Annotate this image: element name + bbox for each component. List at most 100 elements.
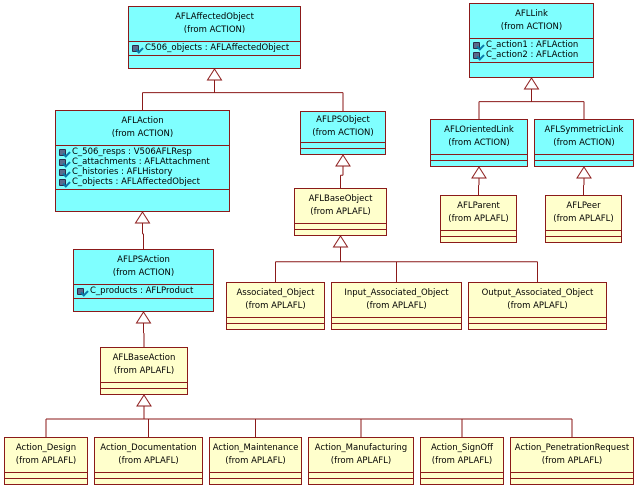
class-package: (from APLAFL) (541, 456, 603, 466)
attribute-text: C_histories : AFLHistory (72, 167, 173, 177)
protected-attribute-icon (58, 178, 71, 188)
attribute-row: C_action1 : AFLAction (472, 40, 593, 51)
attribute-compartment: C_products : AFLProduct (74, 284, 213, 298)
attribute-compartment (546, 230, 621, 236)
attribute-text: C_506_resps : V506AFLResp (72, 147, 192, 157)
generalization-arrowhead (576, 166, 592, 179)
attribute-compartment (101, 382, 187, 388)
attribute-row: C506_objects : AFLAffectedObject (131, 43, 300, 54)
class-aflaction[interactable]: AFLAction (from ACTION) C_506_resps : V50… (55, 110, 230, 212)
attribute-compartment (301, 142, 385, 148)
operation-compartment (56, 189, 229, 195)
class-name: Action_Design (15, 443, 77, 453)
class-name: AFLPSAction (117, 255, 170, 265)
protected-attribute-icon (58, 168, 71, 178)
class-output-associated-object[interactable]: Output_Associated_Object (from APLAFL) (468, 282, 607, 330)
class-action-maintenance[interactable]: Action_Maintenance(from APLAFL) (209, 437, 302, 485)
generalization-arrowhead (335, 154, 351, 167)
class-package: (from APLAFL) (553, 214, 614, 224)
attribute-compartment: C_action1 : AFLAction C_action2 : AFLAct… (470, 38, 593, 62)
attribute-text: C_objects : AFLAffectedObject (72, 177, 200, 187)
class-package: (from APLAFL) (310, 207, 371, 217)
class-name: AFLBaseAction (112, 353, 176, 363)
attribute-compartment: C_506_resps : V506AFLResp C_attachments … (56, 145, 229, 189)
operation-compartment (431, 160, 527, 166)
attribute-text: C_attachments : AFLAttachment (72, 157, 210, 167)
attribute-compartment (511, 472, 633, 478)
operation-compartment (5, 478, 87, 484)
class-name: Input_Associated_Object (344, 288, 449, 298)
class-name: Associated_Object (236, 288, 315, 298)
attribute-text: C_products : AFLProduct (90, 286, 194, 296)
class-action-penetrationrequest[interactable]: Action_PenetrationRequest (from APLAFL) (510, 437, 634, 485)
attribute-compartment (431, 154, 527, 160)
operation-compartment (546, 236, 621, 242)
class-name: AFLSymmetricLink (544, 125, 624, 135)
class-action-design[interactable]: Action_Design(from APLAFL) (4, 437, 88, 485)
attribute-compartment (210, 472, 301, 478)
protected-attribute-icon (58, 158, 71, 168)
attribute-compartment (295, 223, 386, 229)
class-package: (from APLAFL) (118, 456, 179, 466)
class-afllink[interactable]: AFLLink(from ACTION) C_action1 : AFLActi… (469, 3, 594, 78)
class-package: (from ACTION) (448, 138, 510, 148)
operation-compartment (441, 236, 516, 242)
class-package: (from ACTION) (500, 22, 563, 32)
class-name: AFLPeer (566, 201, 601, 211)
class-package: (from APLAFL) (507, 301, 568, 311)
class-action-documentation[interactable]: Action_Documentation (from APLAFL) (94, 437, 203, 485)
attribute-compartment (441, 230, 516, 236)
generalization-arrowhead (523, 77, 540, 90)
class-aflparent[interactable]: AFLParent (from APLAFL) (440, 195, 517, 243)
class-name: Action_Documentation (100, 443, 197, 453)
class-package: (from ACTION) (553, 138, 615, 148)
operation-compartment (309, 478, 413, 484)
class-package: (from APLAFL) (245, 301, 306, 311)
class-package: (from ACTION) (183, 25, 246, 35)
attribute-text: C_action2 : AFLAction (486, 50, 579, 60)
class-name: Output_Associated_Object (481, 288, 594, 298)
class-package: (from ACTION) (312, 128, 374, 138)
class-package: (from APLAFL) (330, 456, 392, 466)
attribute-compartment (309, 472, 413, 478)
operation-compartment (210, 478, 301, 484)
class-input-associated-object[interactable]: Input_Associated_Object(from APLAFL) (331, 282, 462, 330)
class-package: (from ACTION) (112, 268, 175, 278)
class-name: Action_PenetrationRequest (514, 443, 630, 453)
generalization-arrowhead (332, 235, 349, 248)
class-package: (from ACTION) (111, 129, 174, 139)
class-package: (from APLAFL) (448, 214, 509, 224)
class-aflpsobject[interactable]: AFLPSObject(from ACTION) (300, 111, 386, 155)
operation-compartment (95, 478, 202, 484)
generalization-arrowhead (134, 211, 151, 224)
class-name: AFLAction (121, 116, 164, 126)
class-afloriented-link[interactable]: AFLOrientedLink(from ACTION) (430, 119, 528, 167)
class-package: (from APLAFL) (113, 366, 175, 376)
operation-compartment (470, 62, 593, 68)
protected-attribute-icon (76, 287, 89, 297)
class-action-signoff[interactable]: Action_SignOff(from APLAFL) (420, 437, 504, 485)
class-name: AFLParent (457, 201, 500, 211)
attribute-compartment (535, 154, 633, 160)
class-associated-object[interactable]: Associated_Object (from APLAFL) (226, 282, 325, 330)
class-name: Action_Manufacturing (314, 443, 408, 453)
attribute-row: C_506_resps : V506AFLResp (58, 147, 229, 158)
operation-compartment (295, 229, 386, 235)
operation-compartment (332, 323, 461, 329)
operation-compartment (129, 55, 300, 61)
class-action-manufacturing[interactable]: Action_Manufacturing (from APLAFL) (308, 437, 414, 485)
class-aflpsaction[interactable]: AFLPSAction (from ACTION) C_products : AF… (73, 249, 214, 312)
class-aflpeer[interactable]: AFLPeer (from APLAFL) (545, 195, 622, 243)
class-aflbaseobject[interactable]: AFLBaseObject(from APLAFL) (294, 188, 387, 236)
operation-compartment (101, 388, 187, 394)
class-aflsymmetric-link[interactable]: AFLSymmetricLink (from ACTION) (534, 119, 634, 167)
generalization-arrowhead (206, 68, 223, 81)
class-aflbaseaction[interactable]: AFLBaseAction (from APLAFL) (100, 347, 188, 395)
class-package: (from APLAFL) (225, 456, 286, 466)
operation-compartment (469, 323, 606, 329)
class-aflaffectedobject[interactable]: AFLAffectedObject(from ACTION) C506_obje… (128, 6, 301, 69)
operation-compartment (511, 478, 633, 484)
attribute-row: C_action2 : AFLAction (472, 50, 593, 61)
